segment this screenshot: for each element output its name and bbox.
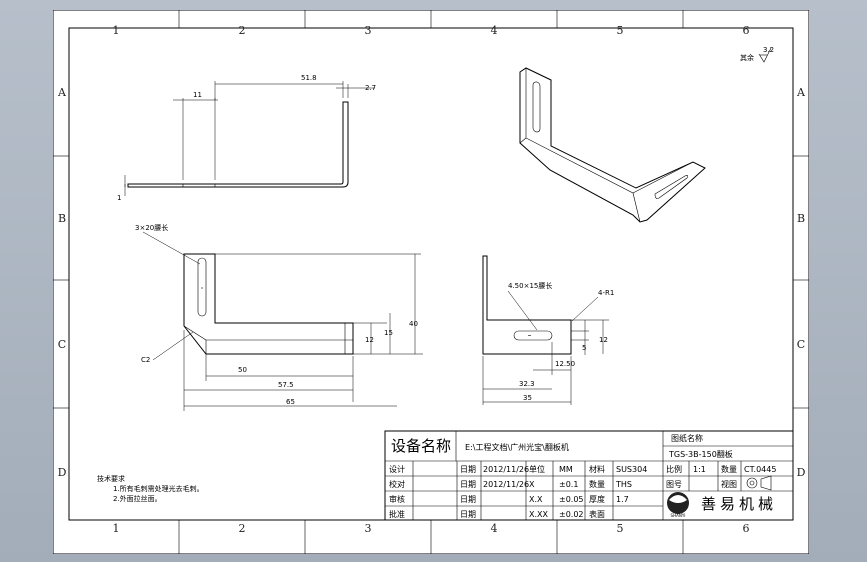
zone-bottom-3: 3 [365, 522, 372, 535]
dim-side-12: 12 [599, 336, 608, 344]
dim-top-2-7: 2.7 [365, 84, 376, 92]
dim-front-12: 12 [365, 336, 374, 344]
svg-text:日期: 日期 [460, 495, 476, 504]
zone-bottom-6: 6 [743, 522, 750, 535]
zone-bottom-1: 1 [113, 522, 120, 535]
zone-right-d: D [797, 466, 806, 479]
svg-text:数量: 数量 [721, 464, 737, 474]
tech-req-title: 技术要求 [97, 474, 125, 483]
zone-right-c: C [797, 338, 805, 351]
front-note: 3×20腰长 [135, 223, 168, 232]
zone-border [53, 10, 809, 554]
surface-finish-symbol: 其余 3.2 [740, 46, 774, 63]
svg-text:材料: 材料 [589, 464, 605, 474]
zone-bottom-2: 2 [239, 522, 246, 535]
technical-requirements: 技术要求 1.所有毛刺需处理光去毛刺。 2.外面拉丝面。 [97, 474, 204, 503]
zone-right-b: B [797, 212, 805, 225]
dim-front-57-5: 57.5 [278, 381, 294, 389]
top-view: 11 51.8 2.7 1 [117, 74, 376, 202]
svg-text:THS: THS [615, 480, 632, 489]
svg-text:数量: 数量 [589, 479, 605, 489]
dim-side-5: 5 [582, 344, 586, 352]
zone-left-b: B [58, 212, 66, 225]
zone-top-2: 2 [239, 24, 246, 37]
svg-text:CT.0445: CT.0445 [744, 465, 776, 474]
zone-top-6: 6 [743, 24, 750, 37]
svg-text:审核: 审核 [389, 494, 405, 504]
svg-text:X.XX: X.XX [529, 510, 549, 519]
dim-side-35: 35 [523, 394, 532, 402]
zone-left-c: C [58, 338, 66, 351]
svg-text:X.X: X.X [529, 495, 543, 504]
svg-text:X: X [529, 480, 535, 489]
isometric-view [519, 67, 706, 223]
side-radius: 4-R1 [598, 289, 614, 297]
projection-symbol [746, 475, 772, 491]
svg-text:图号: 图号 [666, 480, 682, 489]
front-view: 3×20腰长 C2 50 57.5 65 12 15 40 [135, 223, 423, 411]
svg-text:日期: 日期 [460, 510, 476, 519]
zone-left-d: D [58, 466, 67, 479]
zone-bottom-4: 4 [491, 522, 498, 535]
company-logo: SHANYI [667, 492, 689, 518]
dim-side-12-50: 12.50 [555, 360, 575, 368]
zone-left-a: A [57, 86, 67, 99]
drawing-canvas: 1 2 3 4 5 6 1 2 3 4 5 6 A B C D A B C D … [52, 9, 810, 555]
equipment-label: 设备名称 [391, 437, 451, 455]
svg-text:SHANYI: SHANYI [671, 513, 686, 518]
dim-top-11: 11 [193, 91, 202, 99]
svg-text:1:1: 1:1 [693, 465, 706, 474]
svg-text:±0.05: ±0.05 [559, 495, 584, 504]
front-chamfer: C2 [141, 356, 150, 364]
side-view: 4.50×15腰长 4-R1 12.50 32.3 35 5 12 [482, 255, 614, 405]
svg-text:日期: 日期 [460, 480, 476, 489]
equipment-path: E:\工程文档\广州光宝\翻板机 [465, 442, 569, 452]
svg-text:单位: 单位 [529, 464, 545, 474]
dim-front-15: 15 [384, 329, 393, 337]
zone-top-1: 1 [113, 24, 120, 37]
svg-text:其余: 其余 [740, 53, 754, 62]
drawing-number: TGS-3B-150翻板 [668, 449, 733, 459]
side-note: 4.50×15腰长 [508, 281, 552, 290]
svg-text:1.7: 1.7 [616, 495, 629, 504]
zone-right-a: A [796, 86, 806, 99]
svg-text:3.2: 3.2 [763, 46, 774, 54]
drawing-name-label: 图纸名称 [671, 433, 703, 443]
tech-req-item-1: 1.所有毛刺需处理光去毛刺。 [113, 484, 204, 493]
svg-text:厚度: 厚度 [589, 494, 605, 504]
svg-text:比例: 比例 [666, 464, 682, 474]
svg-text:设计: 设计 [389, 464, 405, 474]
drawing-sheet: 1 2 3 4 5 6 1 2 3 4 5 6 A B C D A B C D … [52, 9, 810, 555]
svg-text:2012/11/26: 2012/11/26 [483, 465, 529, 474]
zone-top-3: 3 [365, 24, 372, 37]
svg-text:MM: MM [559, 465, 573, 474]
dim-top-51-8: 51.8 [301, 74, 317, 82]
svg-text:批准: 批准 [389, 509, 405, 519]
svg-text:视图: 视图 [721, 479, 737, 489]
dim-side-32-3: 32.3 [519, 380, 535, 388]
svg-text:±0.02: ±0.02 [559, 510, 584, 519]
dim-front-50: 50 [238, 366, 247, 374]
tech-req-item-2: 2.外面拉丝面。 [113, 494, 162, 503]
dim-front-40: 40 [409, 320, 418, 328]
zone-bottom-5: 5 [617, 522, 624, 535]
dim-top-1: 1 [117, 194, 121, 202]
svg-text:日期: 日期 [460, 465, 476, 474]
svg-text:±0.1: ±0.1 [559, 480, 578, 489]
svg-text:SUS304: SUS304 [616, 465, 647, 474]
zone-top-4: 4 [491, 24, 498, 37]
svg-text:2012/11/26: 2012/11/26 [483, 480, 529, 489]
zone-top-5: 5 [617, 24, 624, 37]
svg-text:校对: 校对 [389, 479, 405, 489]
title-block: 设备名称 E:\工程文档\广州光宝\翻板机 图纸名称 TGS-3B-150翻板 … [384, 430, 794, 521]
svg-text:表面: 表面 [589, 509, 605, 519]
company-name: 善易机械 [701, 495, 777, 513]
dim-front-65: 65 [286, 398, 295, 406]
